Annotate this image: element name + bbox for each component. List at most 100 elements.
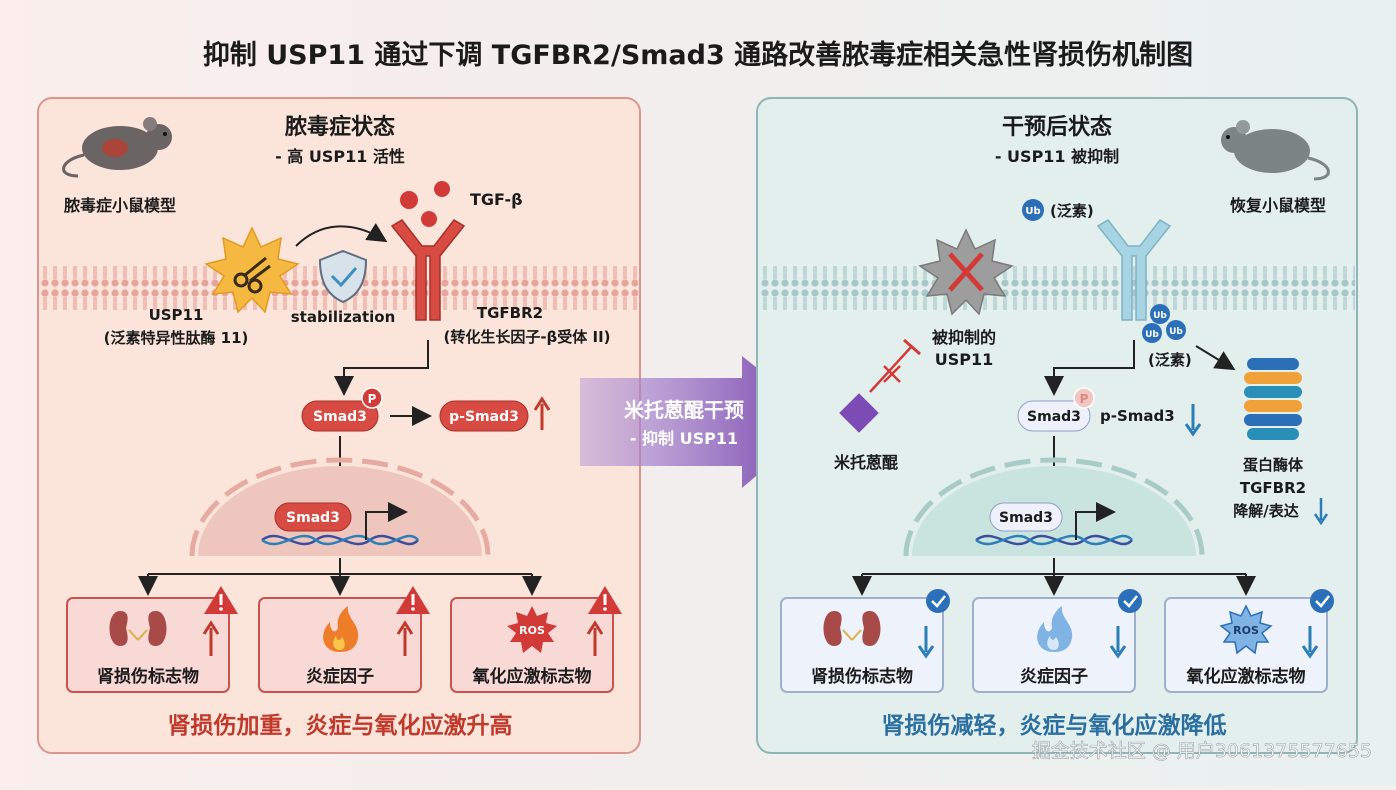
- sepsis-outcome-inflammation: 炎症因子: [258, 586, 430, 693]
- mitoxantrone-icon: [839, 393, 879, 433]
- down-arrow-icon: [917, 626, 935, 659]
- ub-label: Ub: [1153, 311, 1167, 321]
- intervention-title: 米托蒽醌干预: [624, 398, 744, 422]
- tgfbr2-label: TGFBR2: [477, 304, 543, 322]
- check-icon: [1118, 589, 1142, 613]
- ros-icon: ROS: [507, 606, 557, 653]
- inhibition-line: [869, 338, 921, 393]
- recovered-mouse-label: 恢复小鼠模型: [1230, 196, 1326, 215]
- recovered-mouse-icon: [1221, 120, 1330, 181]
- intervention-subtitle: - 抑制 USP11: [630, 429, 738, 448]
- phospho-badge: [1073, 387, 1095, 409]
- scissors-icon: [233, 256, 271, 294]
- proteasome-label: 蛋白酶体: [1243, 456, 1304, 474]
- tgf-beta-label: TGF-β: [470, 190, 523, 209]
- sepsis-summary: 肾损伤加重，炎症与氧化应激升高: [168, 712, 513, 739]
- intervention-subheading: - USP11 被抑制: [995, 147, 1119, 166]
- recovery-summary: 肾损伤减轻，炎症与氧化应激降低: [882, 712, 1227, 739]
- flame-icon: [323, 606, 359, 652]
- tgf-beta-ligand: [400, 181, 450, 227]
- p-smad3-label: p-Smad3: [1100, 407, 1175, 425]
- up-arrow-icon: [202, 620, 220, 656]
- sepsis-subheading: - 高 USP11 活性: [275, 147, 405, 166]
- ub-label: Ub: [1145, 330, 1159, 340]
- ub-label: Ub: [1169, 327, 1183, 337]
- outcome-label: 氧化应激标志物: [472, 666, 592, 687]
- smad3-pill: [1017, 400, 1091, 432]
- sepsis-outcome-ros: ROS 氧化应激标志物: [450, 586, 622, 693]
- ub-label: Ub: [1025, 206, 1040, 217]
- shield-icon: [318, 249, 368, 304]
- usp11-label: USP11: [149, 306, 204, 324]
- ros-badge: ROS: [1233, 624, 1259, 637]
- down-arrow-icon: [1301, 626, 1319, 659]
- outcome-label: 炎症因子: [1020, 666, 1088, 687]
- ubiquitin-label: (泛素): [1148, 351, 1192, 369]
- outcome-label: 肾损伤标志物: [97, 666, 199, 687]
- nuclear-smad3-label: Smad3: [286, 510, 340, 526]
- tgfbr2-fullname: (转化生长因子-β受体 II): [443, 328, 610, 346]
- warning-icon: [396, 586, 430, 614]
- dna-helix-icon: [975, 534, 1133, 546]
- ubiquitin-cluster-icon: Ub Ub Ub: [1142, 304, 1186, 343]
- up-arrow-icon: [586, 620, 604, 656]
- up-arrow-icon: [533, 396, 551, 430]
- down-arrow-icon: [1313, 498, 1329, 526]
- transcription-arrow-icon: [1075, 502, 1116, 540]
- outcome-label: 氧化应激标志物: [1186, 666, 1306, 687]
- p-smad3-pill: [439, 400, 529, 432]
- smad3-pill: [301, 400, 379, 432]
- ros-icon: ROS: [1219, 604, 1273, 655]
- kidney-icon: [109, 611, 167, 646]
- outcome-label: 炎症因子: [306, 666, 374, 687]
- watermark: 掘金技术社区 @ 用户3061375577655: [1032, 740, 1372, 762]
- intervention-heading: 干预后状态: [1002, 114, 1112, 140]
- down-arrow-icon: [1109, 626, 1127, 659]
- sepsis-mouse-label: 脓毒症小鼠模型: [63, 196, 176, 215]
- nuclear-smad3-pill: [989, 502, 1063, 532]
- ubiquitin-label: (泛素): [1050, 202, 1094, 220]
- intervention-panel: 干预后状态 - USP11 被抑制 恢复小鼠模型 Ub (泛素) 被抑制的 US…: [756, 97, 1358, 754]
- transcription-arrow-icon: [365, 502, 408, 540]
- figure-title: 抑制 USP11 通过下调 TGFBR2/Smad3 通路改善脓毒症相关急性肾损…: [203, 39, 1193, 71]
- outcome-label: 肾损伤标志物: [811, 666, 913, 687]
- phospho-label: P: [1080, 392, 1089, 406]
- smad3-label: Smad3: [1027, 409, 1081, 425]
- p-smad3-label: p-Smad3: [449, 409, 519, 425]
- recovery-outcome-ros: ROS 氧化应激标志物: [1164, 589, 1334, 693]
- stabilization-label: stabilization: [291, 308, 396, 326]
- ubiquitin-icon: [1022, 199, 1044, 221]
- ros-badge: ROS: [519, 624, 545, 637]
- cross-icon: [948, 252, 984, 292]
- sepsis-outcome-kidney: 肾损伤标志物: [66, 586, 238, 693]
- smad3-label: Smad3: [313, 409, 367, 425]
- dna-helix-icon: [261, 534, 419, 546]
- receptor-to-smad3-arrow: [334, 340, 429, 396]
- mitoxantrone-label: 米托蒽醌: [834, 453, 898, 472]
- cell-membrane: [759, 262, 1355, 310]
- recovery-outcome-inflammation: 炎症因子: [972, 589, 1142, 693]
- check-icon: [926, 589, 950, 613]
- proteasome-effect: 降解/表达: [1233, 502, 1298, 520]
- kidney-icon: [823, 611, 881, 646]
- tgfbr2-receptor: [390, 219, 466, 321]
- sepsis-mouse-icon: [62, 117, 172, 178]
- recovery-outcome-kidney: 肾损伤标志物: [780, 589, 950, 693]
- tgfbr2-receptor-light: [1096, 219, 1172, 321]
- phospho-badge: [361, 387, 383, 409]
- nuclear-smad3-label: Smad3: [999, 510, 1053, 526]
- sepsis-panel: 脓毒症状态 - 高 USP11 活性 脓毒症小鼠模型 USP11 (泛素特异性肽…: [37, 97, 641, 754]
- down-arrow-icon: [1184, 404, 1202, 437]
- nuclear-smad3-pill: [274, 502, 352, 532]
- warning-icon: [204, 586, 238, 614]
- check-icon: [1310, 589, 1334, 613]
- flame-icon: [1037, 606, 1073, 652]
- to-proteasome-arrow: [1195, 345, 1236, 371]
- receptor-to-smad3-arrow: [1044, 340, 1135, 396]
- inhibited-label: 被抑制的: [932, 328, 996, 347]
- warning-icon: [588, 586, 622, 614]
- proteasome-icon: [1244, 358, 1302, 440]
- proteasome-target: TGFBR2: [1240, 479, 1306, 497]
